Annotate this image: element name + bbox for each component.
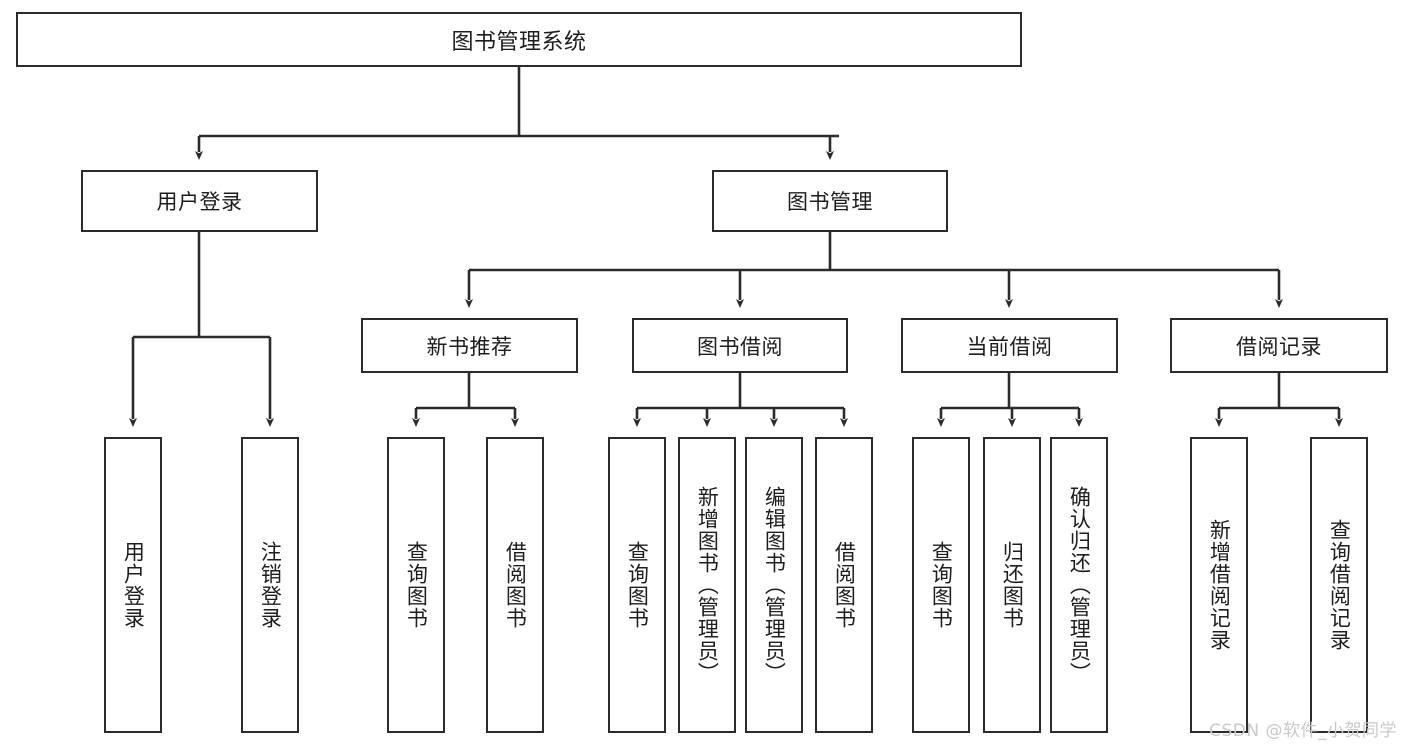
leaf-borrow-book-nb-label: 借阅图书 bbox=[503, 541, 528, 629]
leaf-logout[interactable]: 注销登录 bbox=[241, 437, 299, 733]
leaf-add-book-admin[interactable]: 新增图书（管理员） bbox=[678, 437, 736, 733]
leaf-edit-book-admin[interactable]: 编辑图书（管理员） bbox=[745, 437, 803, 733]
node-book-borrow[interactable]: 图书借阅 bbox=[632, 318, 848, 373]
leaf-return-book-label: 归还图书 bbox=[1000, 541, 1025, 629]
node-root-label: 图书管理系统 bbox=[451, 29, 587, 55]
node-borrow-records-label: 借阅记录 bbox=[1236, 334, 1322, 359]
leaf-query-borrow-record[interactable]: 查询借阅记录 bbox=[1310, 437, 1368, 733]
leaf-add-borrow-record-label: 新增借阅记录 bbox=[1207, 519, 1232, 651]
node-current-borrow-label: 当前借阅 bbox=[966, 334, 1053, 359]
leaf-add-book-admin-label: 新增图书（管理员） bbox=[695, 486, 720, 684]
csdn-watermark: CSDN @软件_小贺同学 bbox=[1209, 721, 1397, 741]
leaf-query-book-nb[interactable]: 查询图书 bbox=[387, 437, 445, 733]
node-current-borrow[interactable]: 当前借阅 bbox=[901, 318, 1118, 373]
node-book-management-label: 图书管理 bbox=[787, 190, 873, 214]
node-new-book-recommend-label: 新书推荐 bbox=[426, 334, 513, 359]
node-new-book-recommend[interactable]: 新书推荐 bbox=[361, 318, 578, 373]
leaf-confirm-return-admin-label: 确认归还（管理员） bbox=[1067, 486, 1092, 684]
leaf-borrow-book-bw-label: 借阅图书 bbox=[832, 541, 857, 629]
leaf-user-login[interactable]: 用户登录 bbox=[104, 437, 162, 733]
leaf-return-book[interactable]: 归还图书 bbox=[983, 437, 1041, 733]
leaf-query-book-bw[interactable]: 查询图书 bbox=[608, 437, 666, 733]
leaf-user-login-label: 用户登录 bbox=[121, 541, 146, 629]
node-borrow-records[interactable]: 借阅记录 bbox=[1170, 318, 1388, 373]
leaf-query-borrow-record-label: 查询借阅记录 bbox=[1327, 519, 1352, 651]
node-book-management[interactable]: 图书管理 bbox=[712, 170, 948, 232]
node-book-borrow-label: 图书借阅 bbox=[697, 334, 783, 359]
node-root[interactable]: 图书管理系统 bbox=[16, 12, 1022, 67]
leaf-query-book-nb-label: 查询图书 bbox=[404, 541, 429, 629]
leaf-query-book-bw-label: 查询图书 bbox=[625, 541, 650, 629]
leaf-query-book-cr-label: 查询图书 bbox=[929, 541, 954, 629]
node-user-login-label: 用户登录 bbox=[156, 190, 243, 214]
leaf-logout-label: 注销登录 bbox=[258, 541, 283, 629]
node-user-login[interactable]: 用户登录 bbox=[81, 170, 318, 232]
leaf-borrow-book-bw[interactable]: 借阅图书 bbox=[815, 437, 873, 733]
leaf-confirm-return-admin[interactable]: 确认归还（管理员） bbox=[1050, 437, 1108, 733]
leaf-query-book-cr[interactable]: 查询图书 bbox=[912, 437, 970, 733]
leaf-borrow-book-nb[interactable]: 借阅图书 bbox=[486, 437, 544, 733]
leaf-edit-book-admin-label: 编辑图书（管理员） bbox=[762, 486, 787, 684]
leaf-add-borrow-record[interactable]: 新增借阅记录 bbox=[1190, 437, 1248, 733]
